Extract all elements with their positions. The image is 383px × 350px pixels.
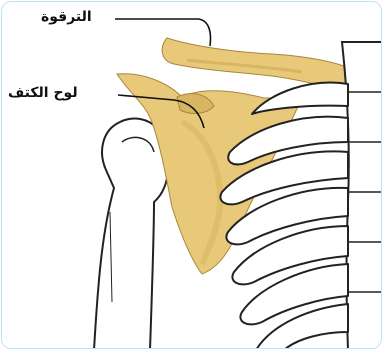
humerus: [94, 119, 168, 349]
clavicle-label: الترقوة: [41, 9, 92, 25]
scapula-label: لوح الكتف: [8, 85, 78, 101]
clavicle-leader-line: [115, 19, 211, 46]
